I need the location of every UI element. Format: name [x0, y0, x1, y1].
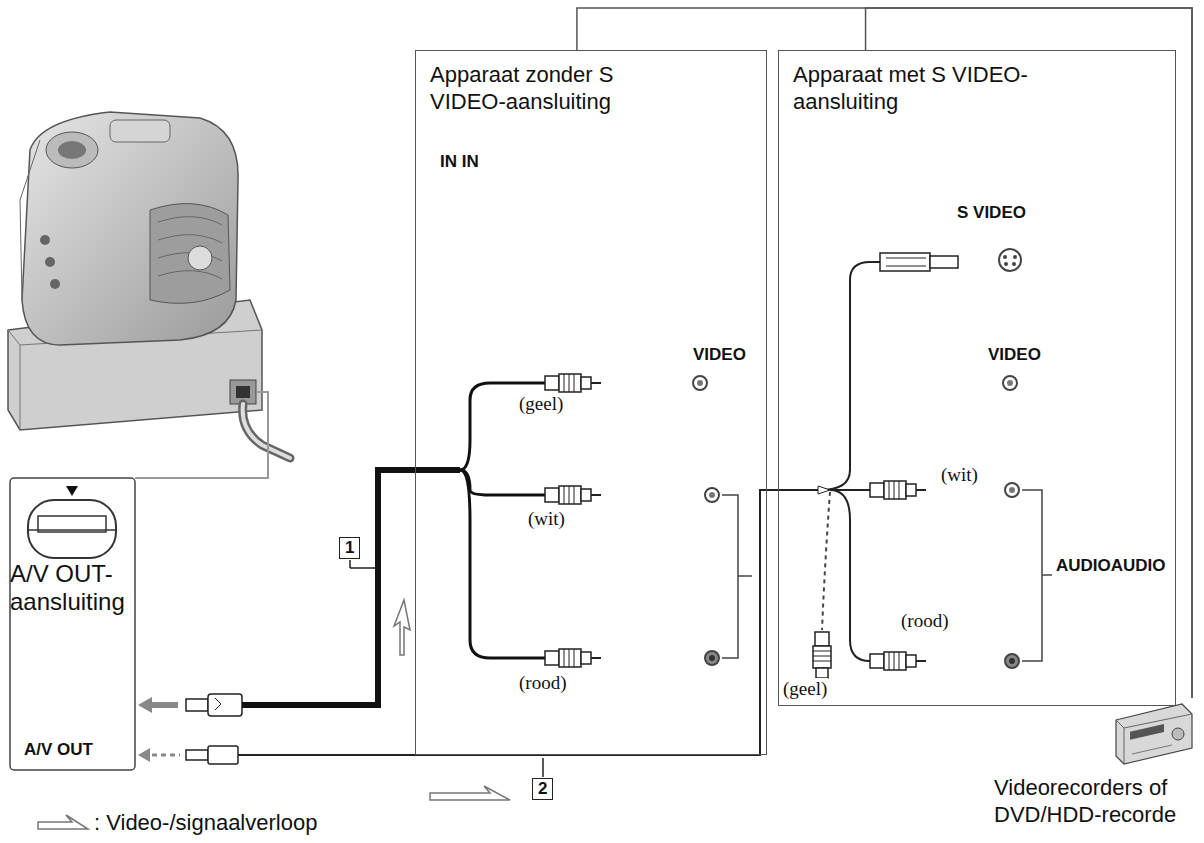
- port-label: AUDIOAUDIO: [1056, 556, 1166, 576]
- bracket-connector: [866, 8, 1192, 698]
- box-heading: Videorecorders of DVD/HDD-recorde: [994, 774, 1194, 828]
- device-box: Apparaat met S VIDEO-aansluiting: [778, 50, 1176, 706]
- color-label: (rood): [518, 672, 567, 694]
- port-label: VIDEO: [693, 345, 746, 365]
- box-heading: Apparaat zonder S VIDEO-aansluiting: [430, 61, 665, 115]
- color-label: (wit): [940, 464, 979, 486]
- callout-number: 1: [339, 537, 360, 559]
- port-label: S VIDEO: [957, 203, 1026, 223]
- connector-label: A/V OUT: [24, 740, 93, 760]
- legend-sample: [38, 815, 88, 829]
- color-label: (wit): [527, 508, 566, 530]
- camcorder: [8, 112, 290, 458]
- recorder-picture: [1112, 698, 1194, 770]
- color-label: (rood): [900, 610, 949, 632]
- legend-text: : Video-/signaalverloop: [94, 810, 317, 836]
- port-label: IN IN: [440, 152, 479, 172]
- recorder-device: Videorecorders of DVD/HDD-recorde: [990, 698, 1200, 842]
- color-label: (geel): [518, 393, 564, 415]
- box-heading: Apparaat met S VIDEO-aansluiting: [793, 61, 1033, 115]
- port-label: VIDEO: [988, 345, 1041, 365]
- color-label: (geel): [782, 678, 828, 700]
- callout-number: 2: [532, 778, 553, 800]
- bracket-connector: [577, 8, 1192, 698]
- connector-name: A/V OUT-aansluiting: [10, 560, 150, 615]
